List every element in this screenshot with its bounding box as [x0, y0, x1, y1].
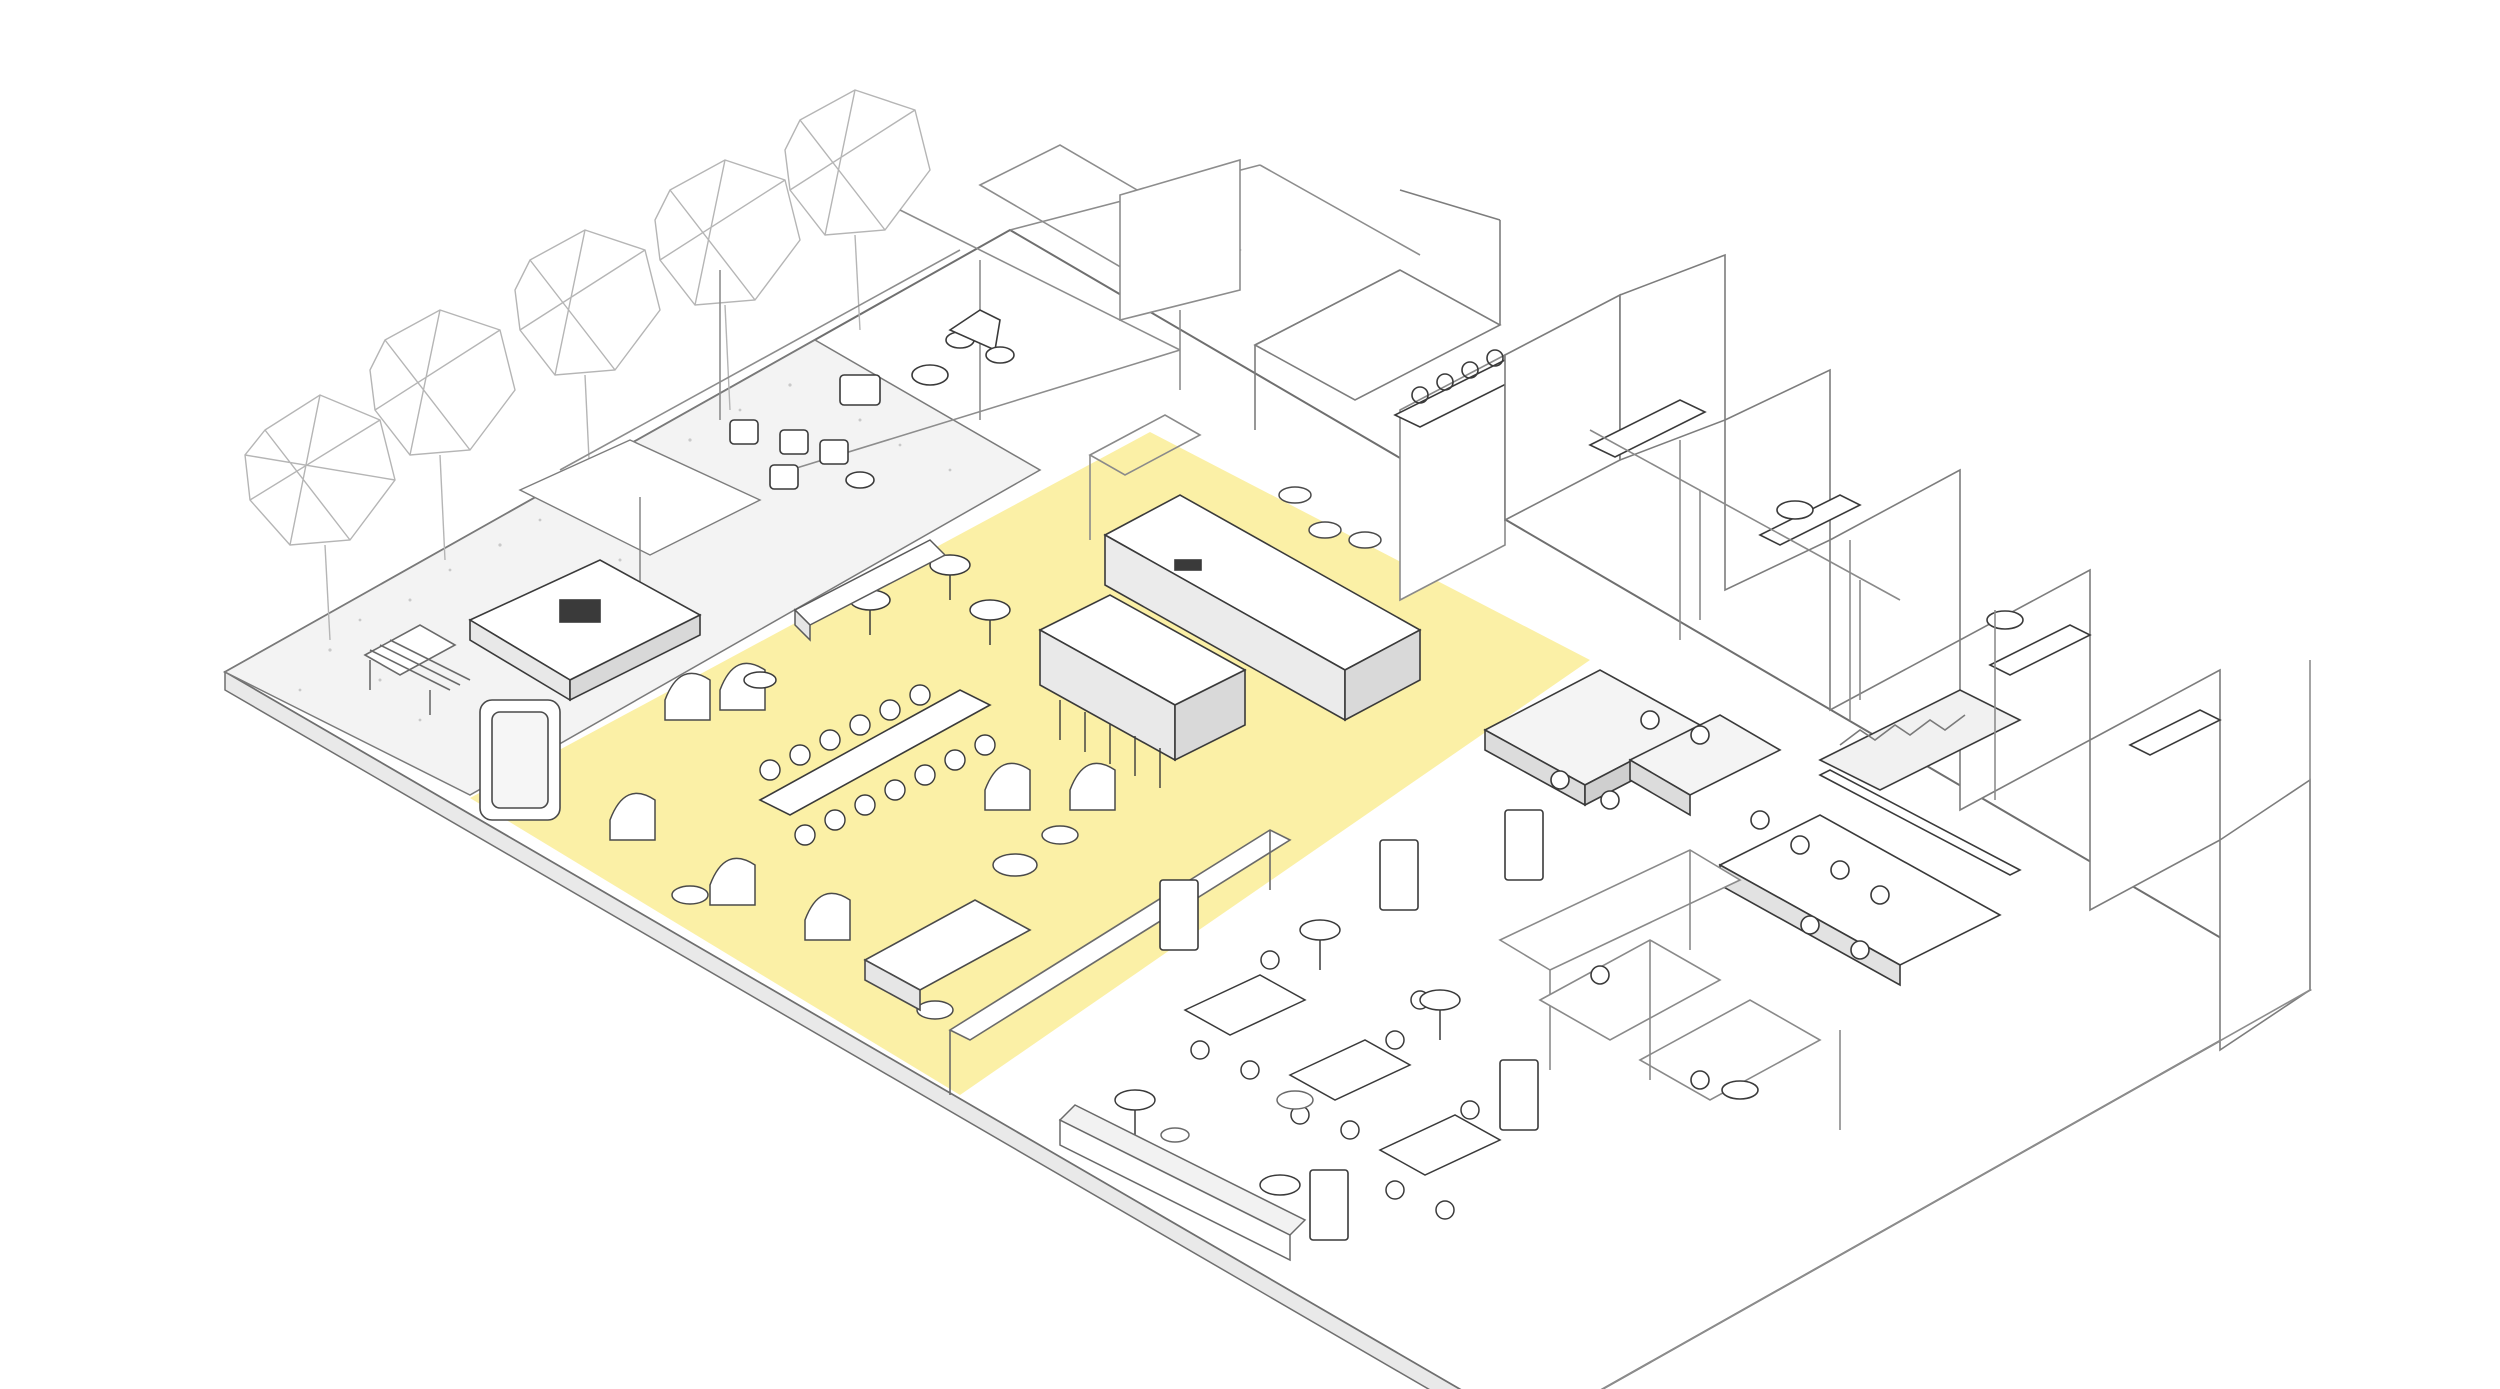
collab-tables	[1183, 974, 1502, 1176]
long-table	[758, 684, 996, 846]
workstation-cluster-2	[1718, 769, 2022, 987]
kitchen-counter	[1088, 414, 1422, 722]
kitchen-island	[1038, 594, 1247, 788]
outdoor-furniture	[729, 309, 1015, 490]
highlighted-social-hub	[470, 414, 1590, 1095]
outdoor-kitchen	[468, 559, 702, 702]
cafe-tables	[743, 554, 1011, 689]
outdoor-terrace	[223, 89, 1242, 796]
tree-1	[244, 394, 396, 641]
foosball-table	[363, 624, 471, 715]
perimeter-walls	[1009, 158, 2311, 1389]
collaboration-area	[1058, 919, 1502, 1262]
lounge-chairs	[609, 662, 1116, 941]
whiteboards	[1159, 809, 1544, 1241]
phone-booth	[479, 699, 561, 821]
meeting-tables	[1588, 399, 2222, 756]
open-workstations	[1159, 669, 2022, 1241]
slab-edge-left	[224, 670, 1461, 1389]
front-bench	[1058, 1104, 1307, 1262]
ottomans	[916, 486, 1382, 1020]
workstation-cluster-1	[1483, 669, 1782, 817]
pouf-seats	[1160, 1090, 1314, 1143]
banquette	[793, 539, 947, 642]
terrace-trees	[244, 89, 931, 641]
tree-2	[369, 309, 516, 561]
meeting-rooms	[1253, 189, 2311, 1052]
small-offices	[1498, 849, 1841, 1130]
planter-wall	[1818, 689, 2022, 791]
tree-4	[654, 159, 801, 411]
tree-5	[784, 89, 931, 331]
sofa	[863, 899, 1032, 1012]
